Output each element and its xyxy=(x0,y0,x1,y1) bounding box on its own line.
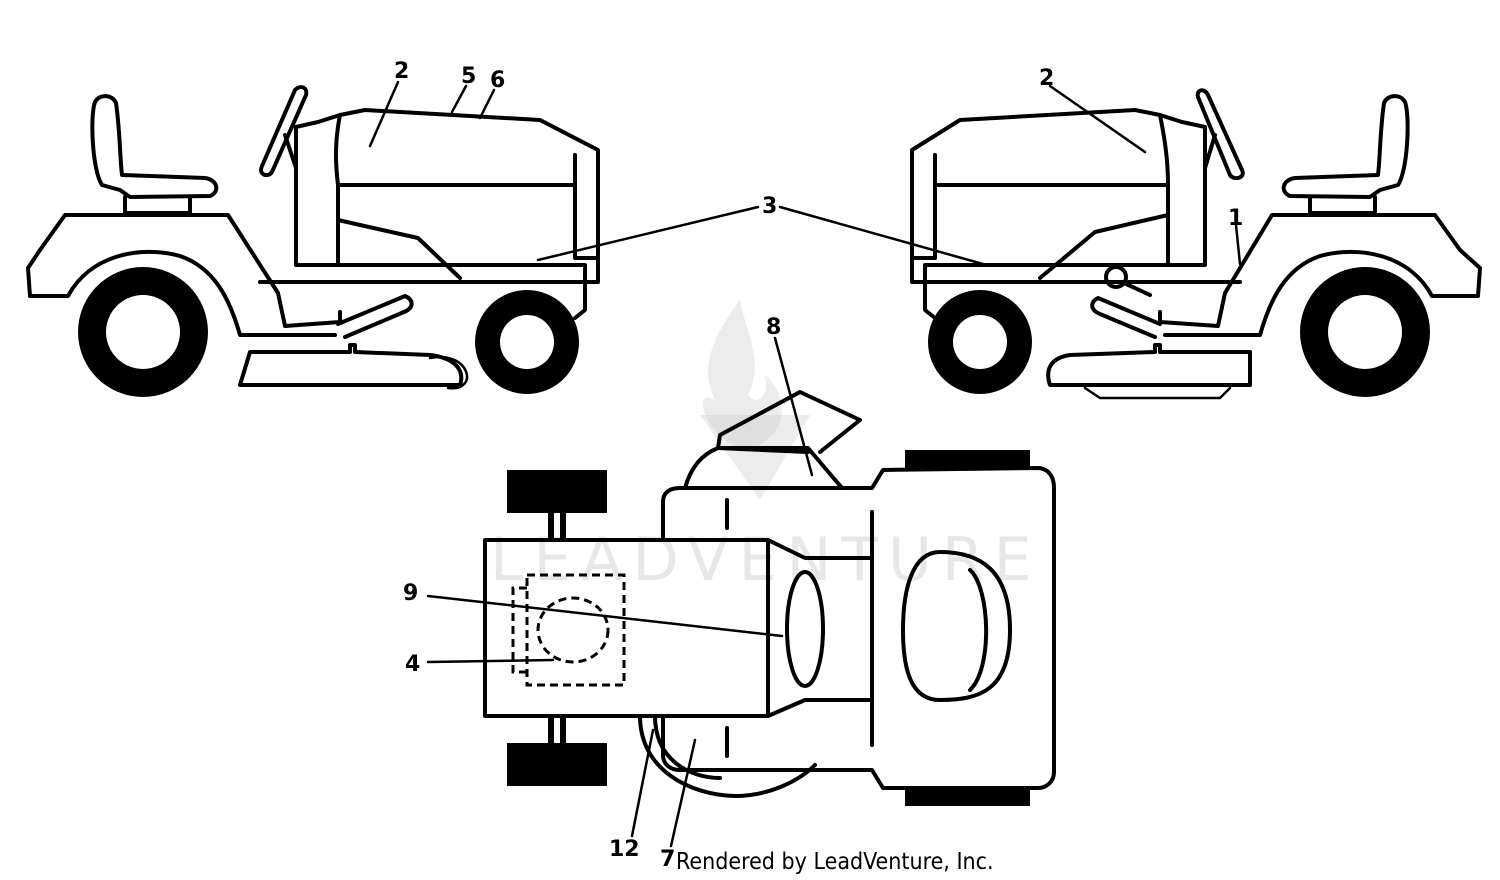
leader-lines xyxy=(368,80,1242,848)
right-side-tractor xyxy=(910,88,1482,400)
callout-1: 1 xyxy=(1228,206,1243,231)
callout-9: 9 xyxy=(403,581,418,606)
left-side-tractor xyxy=(26,85,600,397)
callout-2-right: 2 xyxy=(1039,66,1054,91)
callout-8: 8 xyxy=(766,315,781,340)
callout-2-left: 2 xyxy=(394,59,409,84)
callout-7: 7 xyxy=(660,847,675,872)
render-credit: Rendered by LeadVenture, Inc. xyxy=(676,849,994,875)
watermark-text: LEADVENTURE xyxy=(490,525,1042,595)
callout-6: 6 xyxy=(490,68,505,93)
callout-3: 3 xyxy=(762,194,777,219)
callout-4: 4 xyxy=(405,652,420,677)
callout-12: 12 xyxy=(609,837,640,862)
callout-5: 5 xyxy=(461,64,476,89)
top-view-tractor xyxy=(483,390,1056,806)
watermark-logo xyxy=(700,300,810,500)
